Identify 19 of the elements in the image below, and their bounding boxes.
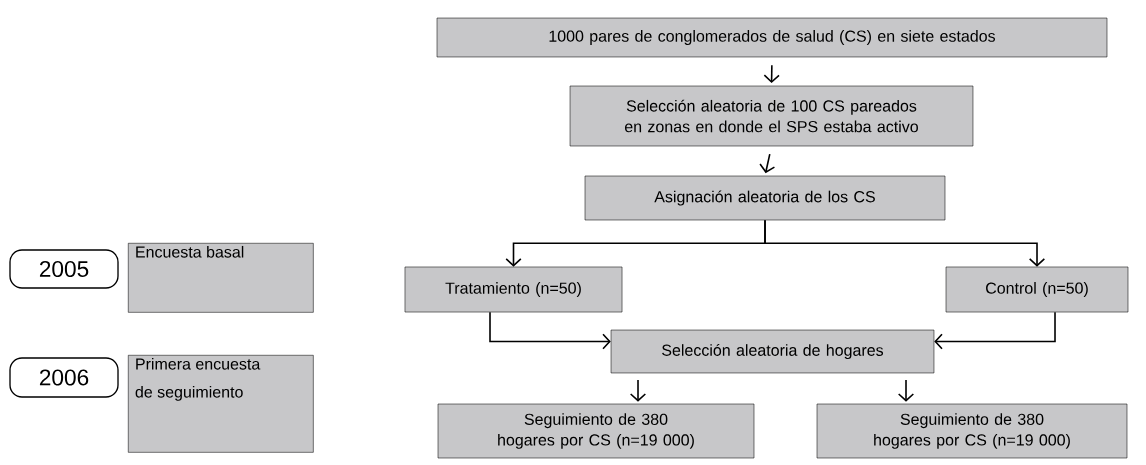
arrow <box>629 379 647 402</box>
stage-box: Primera encuesta de seguimiento <box>128 355 314 453</box>
arrow <box>763 64 780 84</box>
arrow <box>897 379 915 402</box>
arrow <box>764 219 1046 267</box>
process-box: Seguimiento de 380 hogares por CS (n=19 000) <box>437 403 755 459</box>
process-box: Selección aleatoria de hogares <box>610 329 935 374</box>
arrow <box>934 311 1056 350</box>
process-box: Seguimiento de 380 hogares por CS (n=19 000) <box>816 403 1128 459</box>
process-box: 1000 pares de conglomerados de salud (CS) en siete estados <box>436 17 1108 58</box>
arrow <box>759 153 776 174</box>
year-label: 2006 <box>9 357 119 398</box>
process-box: Tratamiento (n=50) <box>404 266 623 313</box>
stage-box: Encuesta basal <box>128 243 314 313</box>
arrow <box>489 311 611 350</box>
process-box: Asignación aleatoria de los CS <box>584 175 946 221</box>
process-box: Control (n=50) <box>945 266 1129 313</box>
process-box: Selección aleatoria de 100 CS pareados en zonas en donde el SPS estaba activo <box>569 85 974 147</box>
year-label: 2005 <box>9 249 119 289</box>
